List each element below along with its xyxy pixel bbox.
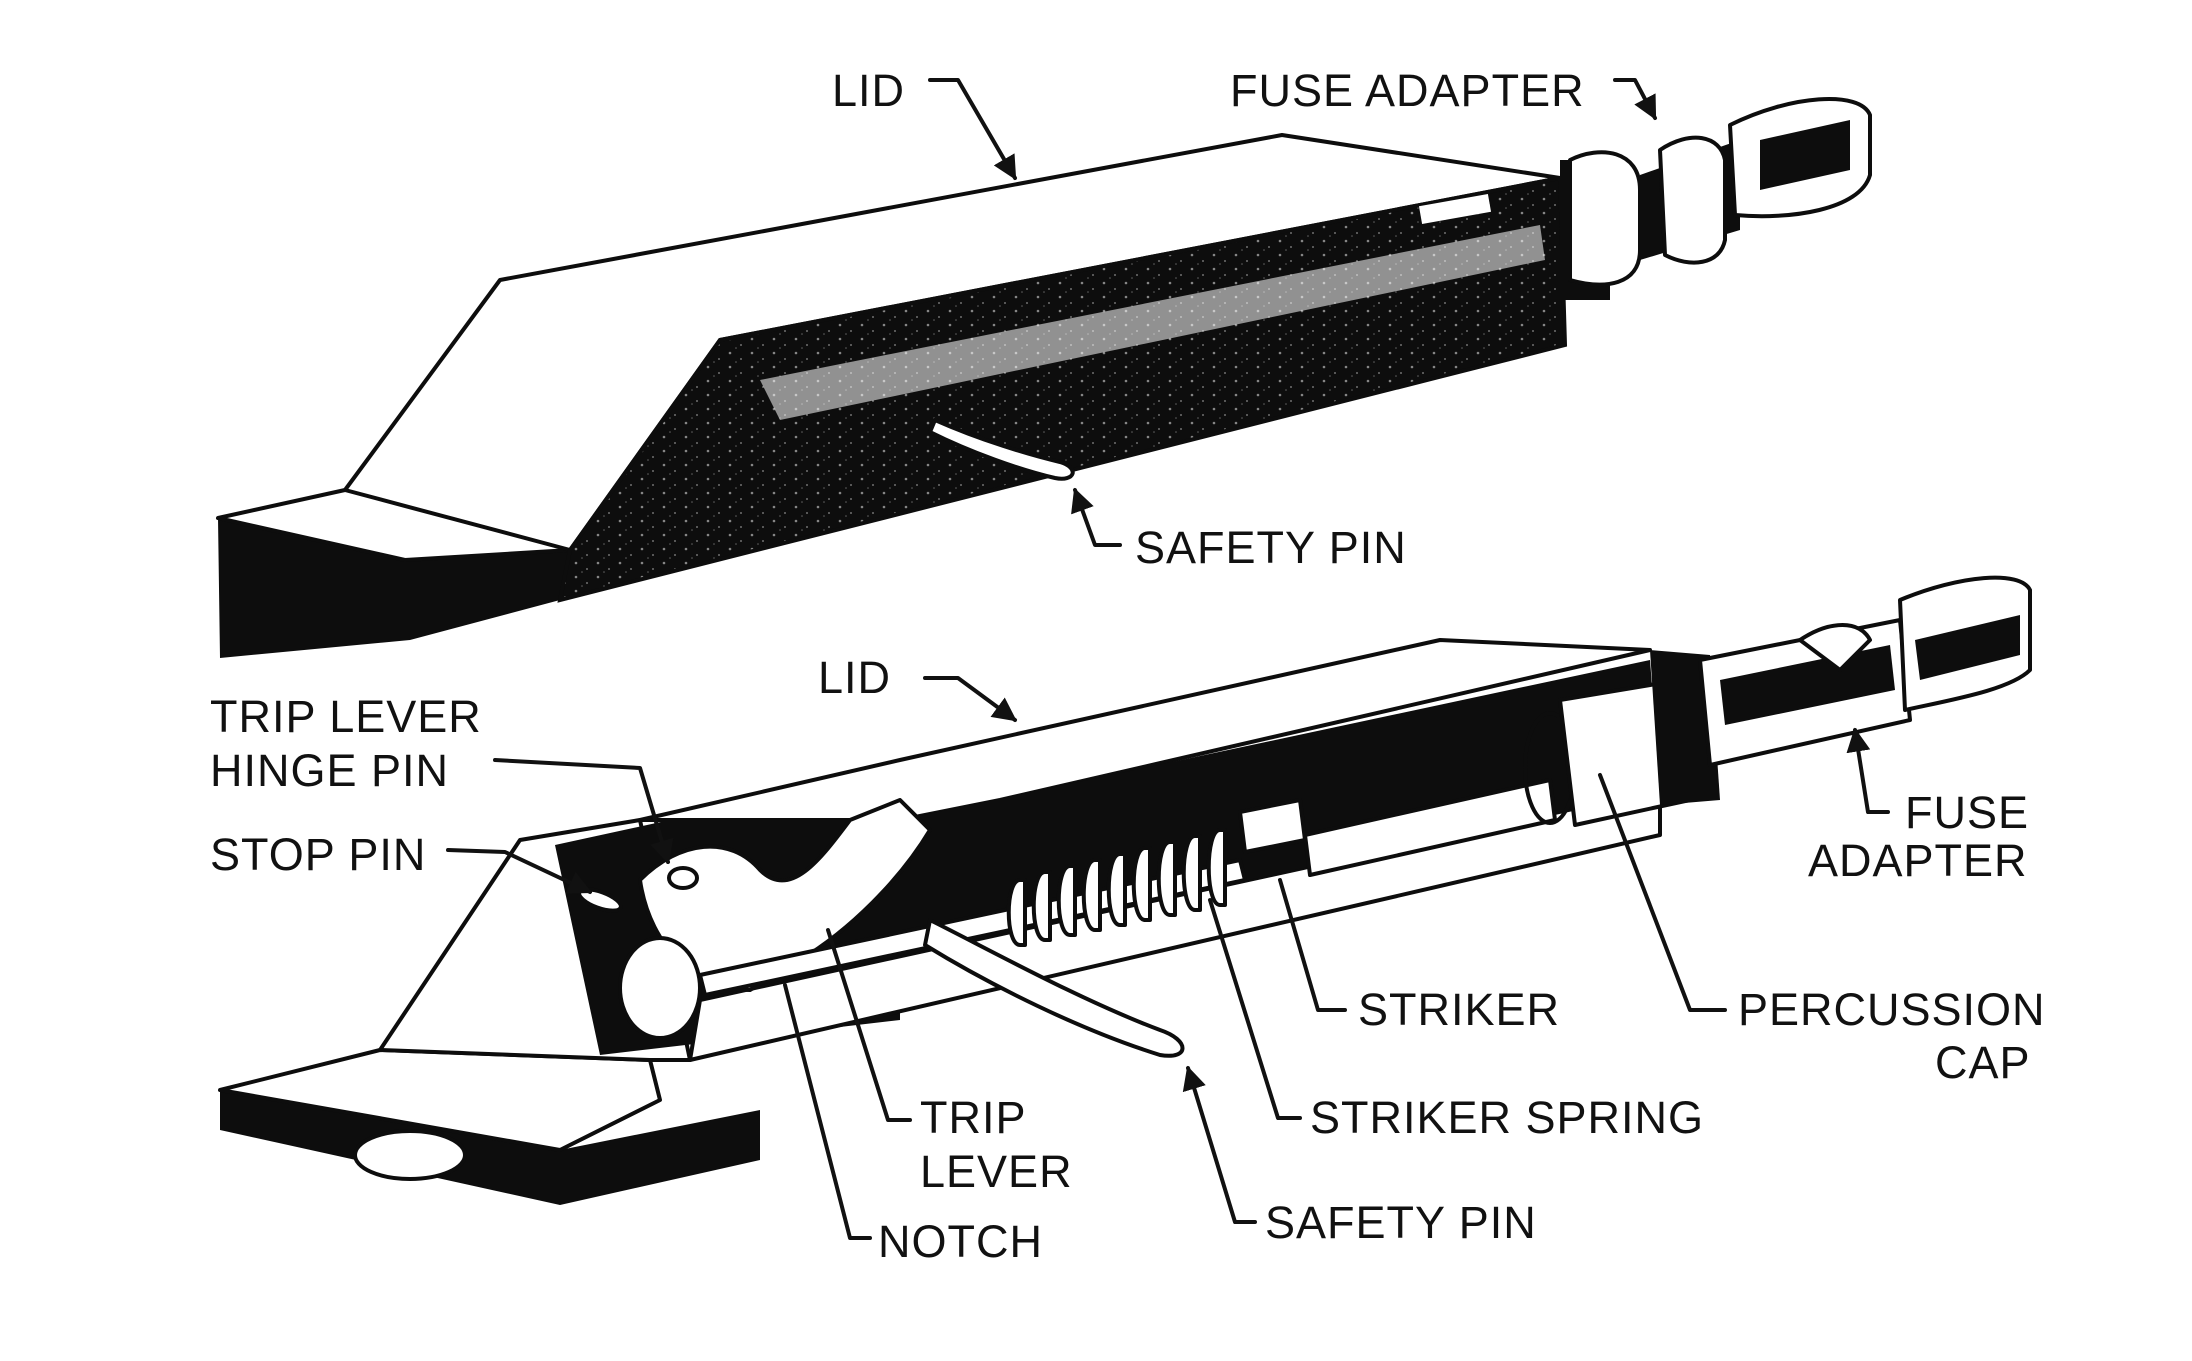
label-cut-safety-pin: SAFETY PIN [1265,1197,1537,1248]
leader-top-lid [928,78,1017,181]
top-safety-pin [928,418,1075,481]
leader-hinge-pin [493,758,674,865]
spring-coil [1131,846,1152,922]
label-trip-lever-hinge-pin-line1: TRIP LEVER [210,691,482,742]
labels: LID FUSE ADAPTER SAFETY PIN LID TRIP LEV… [210,65,2046,1267]
cut-base-plate [218,1048,662,1152]
top-adapter-ring [1568,150,1642,287]
top-adapter-band [1658,135,1727,265]
top-end-slot [1418,194,1492,224]
spring-coil [1206,828,1227,907]
leader-striker-spring [1208,898,1302,1120]
label-top-lid: LID [832,65,905,116]
label-striker-spring: STRIKER SPRING [1310,1092,1704,1143]
cut-adapter-prong-1 [1798,623,1872,672]
leader-striker [1278,878,1347,1012]
leader-lines [446,78,1890,1240]
spring-coil [1106,852,1127,927]
spring-coil [1056,864,1077,937]
spring-coil [1006,878,1027,947]
spring-coil [1031,870,1052,942]
label-trip-lever-line2: LEVER [920,1146,1073,1197]
cut-channel [700,660,1660,1000]
leader-notch [783,983,872,1240]
cutaway-device [218,575,2032,1205]
spring-coil [1081,858,1102,932]
label-trip-lever-line1: TRIP [920,1092,1027,1143]
label-trip-lever-hinge-pin-line2: HINGE PIN [210,745,449,796]
label-cut-fuse-adapter-line2: ADAPTER [1808,835,2028,886]
label-cut-lid: LID [818,652,891,703]
leader-percussion-cap [1598,773,1727,1012]
leader-cut-lid [923,676,1017,722]
label-cut-fuse-adapter-line1: FUSE [1905,787,2029,838]
top-fuse-adapter [1560,97,1872,300]
cut-hinge-pin [667,866,699,890]
leader-trip-lever [826,928,912,1122]
cut-mounting-hole [353,1129,467,1181]
cut-adapter-slot [1915,615,2020,680]
label-notch: NOTCH [878,1216,1043,1267]
label-percussion-cap-line1: PERCUSSION [1738,984,2046,1035]
leader-stop-pin [446,848,593,894]
leader-top-safety-pin [1071,487,1122,547]
label-percussion-cap-line2: CAP [1935,1037,2031,1088]
cut-striker-head [618,936,702,1040]
leader-top-fuse-adapter [1613,78,1657,121]
cut-safety-pin [923,918,1185,1058]
cut-adapter-bore [1720,645,1895,725]
label-top-fuse-adapter: FUSE ADAPTER [1230,65,1585,116]
leader-cut-safety-pin [1182,1065,1257,1224]
cut-base-plate-side [220,1090,760,1205]
label-striker: STRIKER [1358,984,1560,1035]
cut-fuse-adapter [1650,575,2032,805]
spring-coil [1181,834,1202,912]
leader-cut-fuse-adapter [1846,727,1890,814]
top-adapter-slot [1760,120,1850,190]
spring-coil [1156,840,1177,917]
cut-striker-spring [1006,828,1227,947]
label-stop-pin: STOP PIN [210,829,426,880]
label-top-safety-pin: SAFETY PIN [1135,522,1407,573]
top-device [216,97,1872,658]
top-body-highlight [760,225,1545,420]
